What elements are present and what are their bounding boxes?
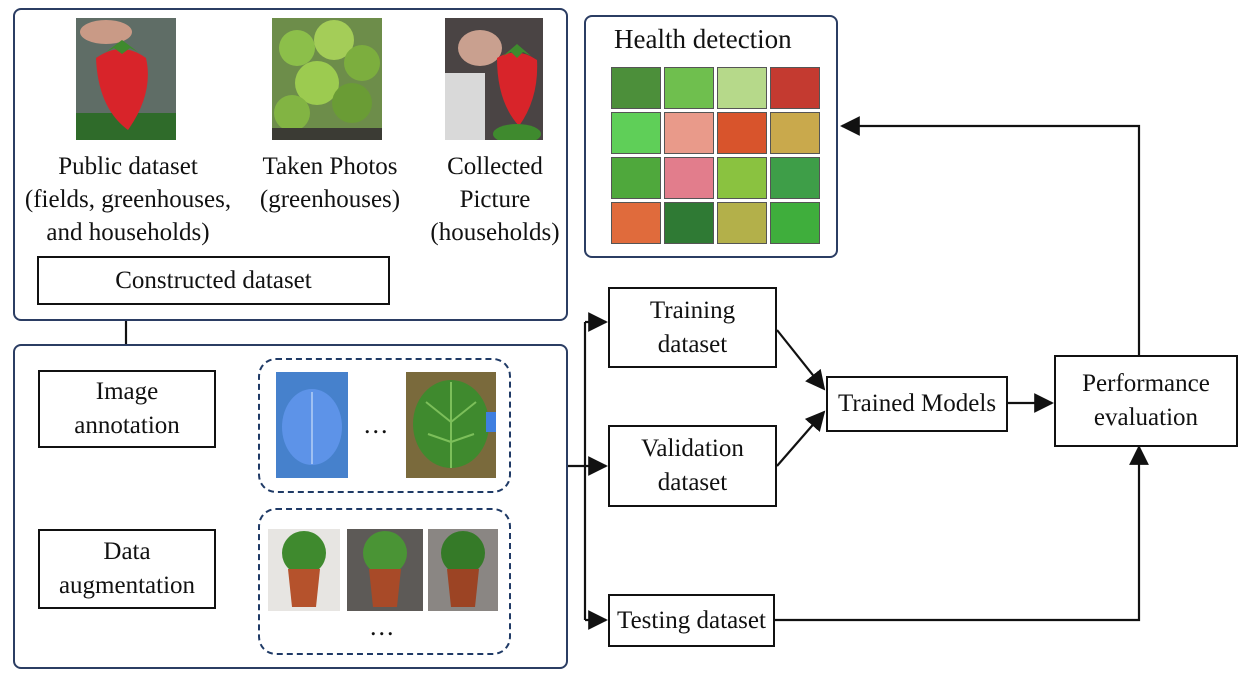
- detection-sample: [611, 112, 661, 154]
- public-dataset-caption: Public dataset (fields, greenhouses, and…: [24, 153, 232, 246]
- constructed-dataset-box: Constructed dataset: [37, 256, 390, 305]
- augmented-pot-photo-2: [347, 529, 423, 611]
- testing-dataset-box: Testing dataset: [608, 594, 775, 647]
- detection-sample: [770, 67, 820, 109]
- augmentation-examples-group: [258, 508, 511, 655]
- trained-models-box: Trained Models: [826, 376, 1008, 432]
- health-detection-title: Health detection: [614, 24, 792, 54]
- detection-sample: [770, 202, 820, 244]
- detection-sample: [611, 157, 661, 199]
- augmented-pot-photo-1: [268, 529, 340, 611]
- detection-sample: [664, 112, 714, 154]
- augmented-pot-photo-3: [428, 529, 498, 611]
- annotation-ellipsis: ...: [364, 410, 390, 439]
- arrow-validation-to-models: [776, 410, 826, 467]
- leaf-photo: [406, 372, 496, 478]
- detection-sample: [770, 112, 820, 154]
- detection-sample: [664, 157, 714, 199]
- data-augmentation-box: Data augmentation: [38, 529, 216, 609]
- detection-sample: [717, 202, 767, 244]
- detection-sample: [611, 67, 661, 109]
- health-detection-grid: [611, 67, 820, 244]
- collected-picture-caption: Collected Picture (households): [430, 153, 560, 246]
- arrow-performance-to-health: [840, 116, 1141, 355]
- arrow-testing-to-performance: [775, 445, 1149, 622]
- detection-sample: [664, 202, 714, 244]
- training-dataset-box: Training dataset: [608, 287, 777, 368]
- detection-sample: [611, 202, 661, 244]
- public-dataset-photo: [76, 18, 176, 140]
- greenhouse-photo: [272, 18, 382, 140]
- detection-sample: [770, 157, 820, 199]
- annotation-examples-group: [258, 358, 511, 493]
- arrow-training-to-models: [776, 329, 826, 391]
- detection-sample: [717, 67, 767, 109]
- household-photo: [445, 18, 543, 140]
- annotated-leaf-photo: [276, 372, 348, 478]
- performance-evaluation-box: Performance evaluation: [1054, 355, 1238, 447]
- detection-sample: [717, 157, 767, 199]
- detection-sample: [717, 112, 767, 154]
- validation-dataset-box: Validation dataset: [608, 425, 777, 507]
- image-annotation-box: Image annotation: [38, 370, 216, 448]
- augmentation-ellipsis: ...: [370, 612, 396, 641]
- detection-sample: [664, 67, 714, 109]
- taken-photos-caption: Taken Photos (greenhouses): [259, 153, 401, 213]
